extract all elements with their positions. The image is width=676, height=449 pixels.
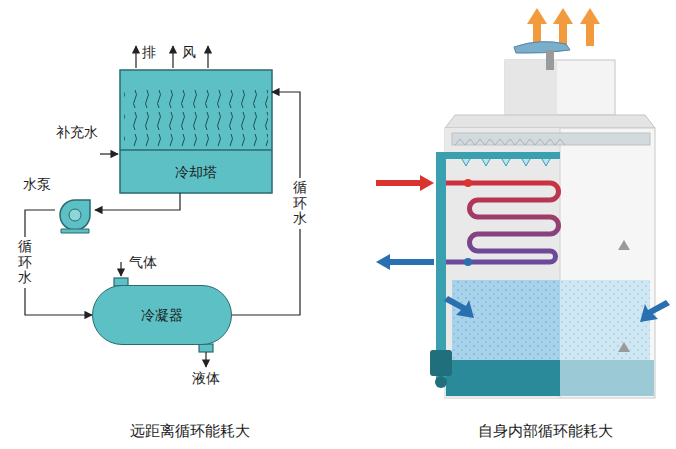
- exhaust-arrow: [527, 8, 600, 46]
- illustration-part: [464, 179, 472, 187]
- illustration-part: [580, 8, 600, 46]
- pump-label: 水泵: [23, 176, 51, 193]
- illustration-part: [120, 70, 272, 193]
- illustration-part: [560, 280, 650, 360]
- caption: 自身内部循环能耗大: [478, 422, 613, 440]
- exhaust-label: 排: [142, 44, 156, 61]
- illustration-part: [560, 360, 654, 396]
- node-label: 冷凝器: [141, 307, 183, 324]
- illustration-part: [452, 280, 560, 360]
- illustration-part: [640, 300, 670, 322]
- gas-label: 气体: [129, 254, 157, 271]
- illustration-part: [462, 159, 550, 166]
- condenser: 冷凝器: [92, 285, 232, 345]
- pipe-connector: [95, 193, 180, 210]
- illustration-part: [120, 149, 272, 151]
- illustration-part: [452, 280, 560, 360]
- illustration-part: [452, 133, 650, 145]
- illustration-part: [172, 46, 173, 68]
- illustration-part: [124, 86, 268, 146]
- illustration-part: [199, 344, 213, 352]
- pipe-connector: [232, 92, 300, 315]
- illustration-part: [527, 8, 547, 46]
- liquid-outlet: [199, 344, 213, 367]
- illustration-part: [445, 128, 655, 398]
- edge-label: 循环水: [18, 237, 32, 287]
- illustration-part: [444, 296, 474, 318]
- illustration-part: [446, 360, 560, 396]
- illustration-part: [446, 183, 559, 262]
- illustration-part: [205, 352, 206, 367]
- pump-base: [61, 229, 89, 233]
- illustration-part: [546, 50, 554, 70]
- edge-label: 循环水: [293, 178, 307, 228]
- pump: 水泵: [55, 196, 95, 234]
- illustration-part: [560, 280, 650, 360]
- illustration-part: [207, 46, 208, 68]
- illustration-part: [435, 376, 447, 388]
- caption: 远距离循环能耗大: [130, 422, 250, 440]
- illustration-part: [120, 262, 121, 276]
- cooling-tower: 冷却塔: [120, 70, 272, 193]
- illustration-part: [376, 254, 434, 270]
- node-label: 冷却塔: [175, 164, 217, 181]
- illustration-part: [445, 128, 560, 398]
- illustration-part: [618, 342, 630, 352]
- gas-inlet: [114, 262, 128, 286]
- illustration-part: [464, 258, 472, 266]
- exhaust-label: 风: [182, 44, 196, 61]
- closed-tower-illustration: [376, 8, 670, 398]
- illustration-part: [553, 8, 573, 46]
- illustration-part: [376, 175, 434, 191]
- illustration-part: [505, 60, 615, 115]
- illustration-part: [430, 350, 452, 376]
- pump-impeller: [69, 209, 81, 221]
- illustration-part: [100, 153, 118, 154]
- illustration-part: [514, 42, 570, 54]
- illustration-part: [618, 240, 630, 250]
- illustration-part: [436, 152, 560, 159]
- makeup-water-label: 补充水: [56, 124, 98, 141]
- pump-symbol: [55, 196, 95, 234]
- liquid-label: 液体: [192, 370, 220, 387]
- pump-housing: [60, 200, 90, 230]
- makeup-water-arrow: [100, 154, 118, 155]
- illustration-part: [135, 46, 136, 68]
- illustration-part: [455, 139, 565, 145]
- cooling-tower-body: [120, 70, 272, 193]
- illustration-part: [445, 115, 655, 128]
- illustration-part: [436, 152, 446, 384]
